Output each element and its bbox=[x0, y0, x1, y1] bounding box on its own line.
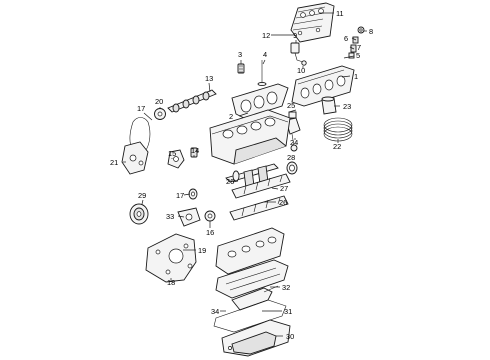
oil-pump bbox=[177, 207, 201, 227]
cylinder-head-right bbox=[291, 65, 355, 107]
callout-labels: 1 2 3 4 5 6 7 8 9 10 11 12 13 14 15 16 1… bbox=[110, 9, 373, 341]
piston-rings bbox=[323, 117, 353, 142]
timing-cover bbox=[145, 233, 197, 283]
callout-12: 12 bbox=[262, 31, 270, 40]
piston bbox=[321, 96, 337, 115]
callout-25: 25 bbox=[287, 101, 295, 110]
chain-tensioner bbox=[121, 141, 149, 175]
crankcase-lower bbox=[215, 227, 285, 275]
callout-31: 31 bbox=[284, 307, 292, 316]
callout-20: 20 bbox=[155, 97, 163, 106]
oil-seal bbox=[286, 161, 298, 175]
callout-22: 22 bbox=[333, 142, 341, 151]
callout-30: 30 bbox=[286, 332, 294, 341]
callout-16: 16 bbox=[206, 228, 214, 237]
head-gasket bbox=[231, 83, 289, 119]
callout-27: 27 bbox=[280, 184, 288, 193]
callout-4: 4 bbox=[263, 50, 267, 59]
callout-32: 32 bbox=[282, 283, 290, 292]
callout-28: 28 bbox=[287, 153, 295, 162]
harmonic-balancer bbox=[129, 203, 149, 225]
oil-pan bbox=[221, 319, 291, 357]
callout-29: 29 bbox=[138, 191, 146, 200]
valve-cover bbox=[290, 2, 335, 43]
callout-7: 7 bbox=[357, 43, 361, 52]
callout-26-upper: 26 bbox=[226, 177, 234, 186]
callout-5: 5 bbox=[356, 51, 360, 60]
callout-3: 3 bbox=[238, 50, 242, 59]
engine-block bbox=[209, 109, 291, 165]
callout-1: 1 bbox=[354, 72, 358, 81]
callout-18: 18 bbox=[167, 278, 175, 287]
callout-15: 15 bbox=[168, 149, 176, 158]
callout-9: 9 bbox=[293, 31, 297, 40]
callout-34: 34 bbox=[211, 307, 219, 316]
crankshaft bbox=[225, 163, 279, 189]
leader-lines bbox=[123, 12, 367, 337]
valve-and-spring bbox=[237, 60, 267, 87]
callout-24: 24 bbox=[290, 138, 298, 147]
callout-17-lower: 17 bbox=[176, 191, 184, 200]
callout-21: 21 bbox=[110, 158, 118, 167]
callout-13: 13 bbox=[205, 74, 213, 83]
callout-17-top: 17 bbox=[137, 104, 145, 113]
sensor-part bbox=[290, 42, 307, 66]
windage-tray bbox=[215, 259, 289, 299]
callout-8: 8 bbox=[369, 27, 373, 36]
camshaft bbox=[167, 89, 217, 113]
callout-11: 11 bbox=[336, 9, 344, 18]
pump-gear bbox=[204, 210, 216, 222]
oil-pan-gasket bbox=[213, 299, 287, 333]
callout-14: 14 bbox=[191, 146, 199, 155]
sensor-and-pump bbox=[167, 147, 198, 169]
callout-26-lower: 26 bbox=[279, 198, 287, 207]
callout-2: 2 bbox=[229, 112, 233, 121]
callout-10: 10 bbox=[297, 66, 305, 75]
callout-19: 19 bbox=[198, 246, 206, 255]
callout-33: 33 bbox=[166, 212, 174, 221]
callout-23: 23 bbox=[343, 102, 351, 111]
bearing-caps-upper bbox=[231, 173, 291, 199]
callout-6: 6 bbox=[344, 34, 348, 43]
crank-sprocket bbox=[188, 188, 198, 200]
cam-sprocket bbox=[154, 108, 166, 120]
